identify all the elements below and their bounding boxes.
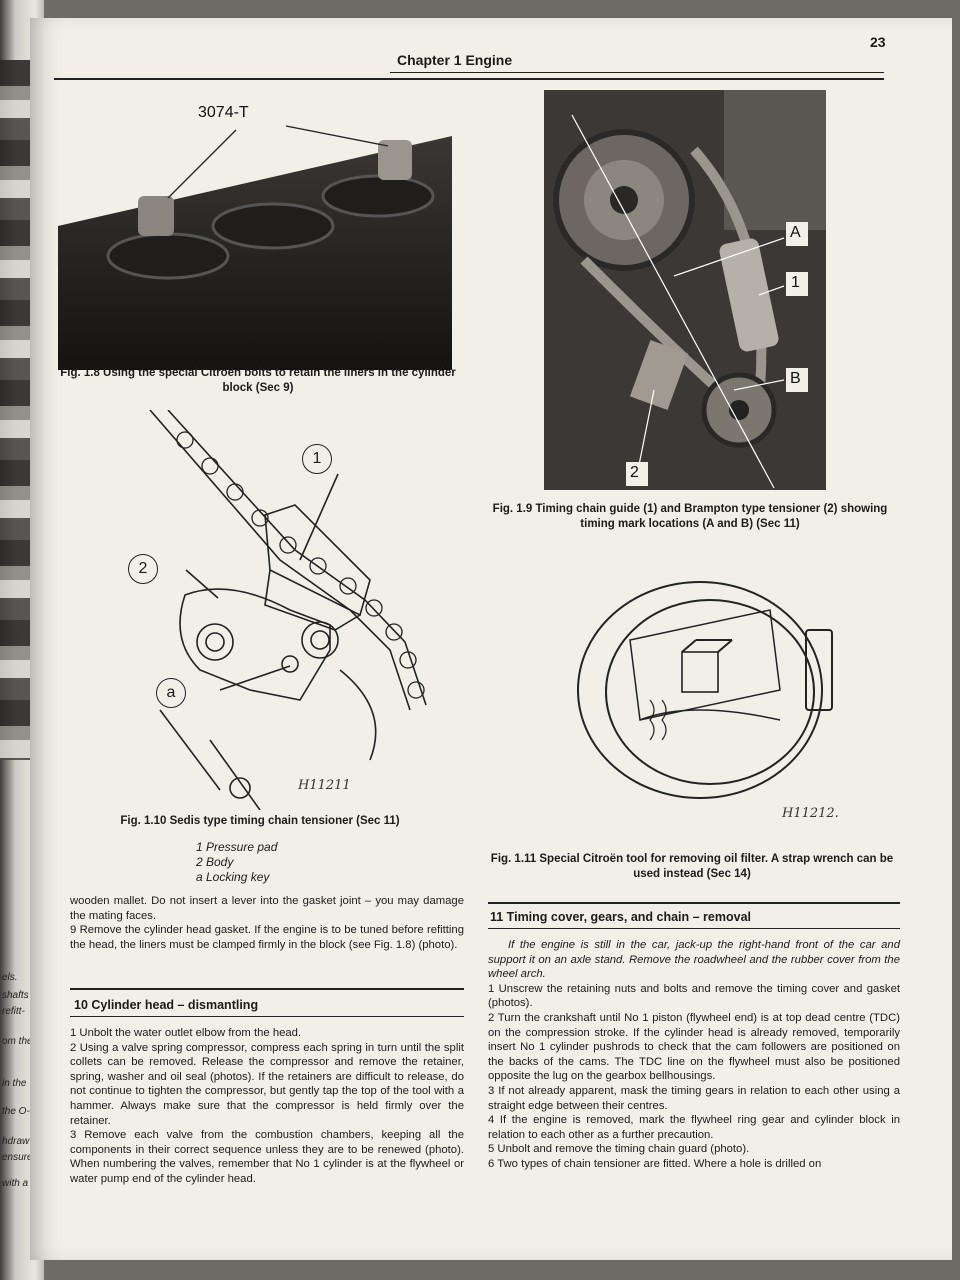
section-10-heading: 10 Cylinder head – dismantling xyxy=(74,998,259,1012)
section-10-para-2: 2 Using a valve spring compressor, compr… xyxy=(70,1041,464,1127)
fig-1-10-legend-3: a Locking key xyxy=(196,870,270,884)
left-intro-text: wooden mallet. Do not insert a lever int… xyxy=(70,894,464,952)
fig-1-8-image xyxy=(58,125,452,370)
fig-1-10-callout-2: 2 xyxy=(128,554,158,584)
section-11-para-2: 2 Turn the crankshaft until No 1 piston … xyxy=(488,1011,900,1083)
left-fragment: om the xyxy=(2,1036,33,1047)
section-11-para-6: 6 Two types of chain tensioner are fitte… xyxy=(488,1157,822,1170)
section-11-heading: 11 Timing cover, gears, and chain – remo… xyxy=(490,910,751,924)
header-rule xyxy=(54,78,884,80)
fig-1-11-ref: H11212. xyxy=(782,806,839,821)
left-intro-line-1: wooden mallet. Do not insert a lever int… xyxy=(70,895,464,922)
page-number: 23 xyxy=(870,34,886,50)
fig-1-9-callout-a: A xyxy=(790,224,801,241)
fig-1-11-caption: Fig. 1.11 Special Citroën tool for remov… xyxy=(490,853,894,880)
section-10-rule-top xyxy=(70,988,464,990)
left-fragment: in the xyxy=(2,1078,27,1089)
left-fragment: els. xyxy=(2,972,18,983)
fig-1-10-drawing xyxy=(90,409,450,811)
fig-1-9-callout-1: 1 xyxy=(791,274,800,291)
fig-1-10-callout-1: 1 xyxy=(302,444,332,474)
fig-1-10-callout-a: a xyxy=(156,678,186,708)
fig-1-9-image xyxy=(544,90,826,490)
fig-1-8-photo xyxy=(58,86,452,370)
section-10-rule-bottom xyxy=(70,1016,464,1017)
left-fragment: refitt- xyxy=(2,1006,25,1017)
left-fragment: ensure xyxy=(2,1152,33,1163)
chapter-title: Chapter 1 Engine xyxy=(397,52,513,68)
section-11-rule-bottom xyxy=(488,928,900,929)
left-fragment: shafts xyxy=(2,990,29,1001)
section-11-para-3: 3 If not already apparent, mask the timi… xyxy=(488,1084,900,1112)
manual-page: Chapter 1 Engine 23 3074-T Fig. 1.8 Usin… xyxy=(30,18,952,1260)
fig-1-10-legend-1: 1 Pressure pad xyxy=(196,840,278,854)
fig-1-10-image xyxy=(149,409,427,811)
section-11-body: If the engine is still in the car, jack-… xyxy=(488,938,900,1172)
section-11-para-5: 5 Unbolt and remove the timing chain gua… xyxy=(488,1143,750,1156)
fig-1-8-label: 3074-T xyxy=(198,104,249,121)
fig-1-10-caption: Fig. 1.10 Sedis type timing chain tensio… xyxy=(120,815,400,827)
section-10-para-1: 1 Unbolt the water outlet elbow from the… xyxy=(70,1027,302,1039)
fig-1-9-callout-b: B xyxy=(790,370,801,387)
section-11-intro: If the engine is still in the car, jack-… xyxy=(488,939,900,981)
section-11-para-1: 1 Unscrew the retaining nuts and bolts a… xyxy=(488,982,900,1010)
section-10-body: 1 Unbolt the water outlet elbow from the… xyxy=(70,1026,464,1187)
left-fragment: hdraw xyxy=(2,1136,30,1147)
left-intro-line-2: 9 Remove the cylinder head gasket. If th… xyxy=(70,924,464,951)
fig-1-9-callout-2: 2 xyxy=(630,464,639,481)
fig-1-11-drawing xyxy=(570,570,850,810)
fig-1-9-caption: Fig. 1.9 Timing chain guide (1) and Bram… xyxy=(492,503,888,530)
left-fragment: with a xyxy=(2,1178,29,1189)
fig-1-8-caption: Fig. 1.8 Using the special Citroën bolts… xyxy=(60,367,456,394)
fig-1-10-ref: H11211 xyxy=(298,778,351,793)
fig-1-11-image xyxy=(577,581,833,799)
section-11-para-4: 4 If the engine is removed, mark the fly… xyxy=(488,1114,900,1141)
fig-1-10-legend-2: 2 Body xyxy=(196,855,234,869)
section-11-rule-top xyxy=(488,902,900,904)
header-underline xyxy=(390,72,884,73)
section-10-para-3: 3 Remove each valve from the combustion … xyxy=(70,1129,464,1185)
fig-1-9-photo xyxy=(544,90,826,490)
left-fragment: the O- xyxy=(2,1106,30,1117)
